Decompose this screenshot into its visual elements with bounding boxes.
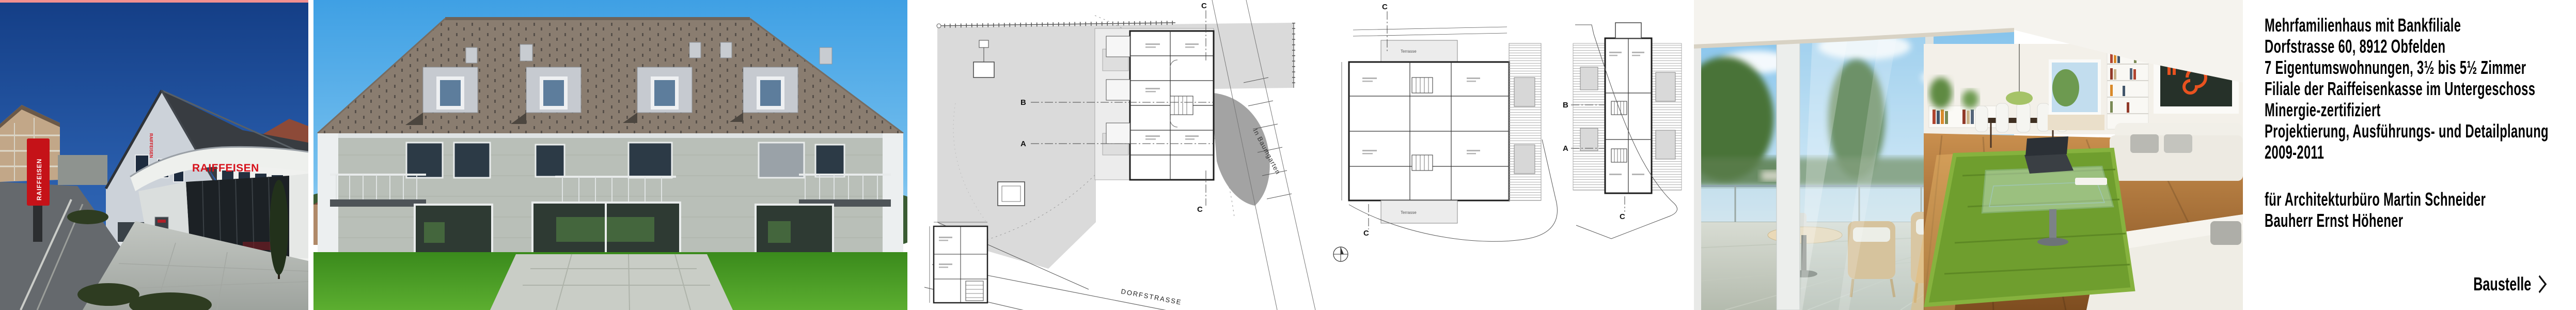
shrubs [67, 210, 212, 310]
svg-text:C: C [1363, 229, 1369, 238]
ground-floor-glazing [414, 202, 834, 255]
pendant-lamp [2006, 44, 2033, 105]
kitchen-counter [2048, 115, 2104, 130]
books [1933, 110, 1974, 124]
photo-garden-facade [313, 0, 907, 310]
svg-text:C: C [1382, 3, 1388, 11]
project-title: Mehrfamilienhaus mit Bankfiliale [2265, 14, 2461, 36]
top-border [0, 0, 308, 3]
window-frame-left [1694, 27, 1701, 310]
project-services: Projektierung, Ausführungs- und Detailpl… [2265, 120, 2549, 142]
credit-architect: für Architekturbüro Martin Schneider [2265, 189, 2486, 210]
pylon-text-vertical: RAIFFEISEN [36, 159, 43, 200]
section-markers-site: B A C C [1020, 2, 1214, 214]
project-certification: Minergie-zertifiziert [2265, 99, 2381, 120]
svg-text:C: C [1197, 205, 1203, 214]
floor-plans: DORFSTRASSE In Baumgarten B A C C [924, 0, 1684, 310]
project-address: Dorfstrasse 60, 8912 Obfelden [2265, 36, 2446, 57]
upper-windows [405, 142, 845, 179]
credit-client: Bauherr Ernst Höhener [2265, 210, 2404, 231]
hipped-roof [317, 17, 904, 134]
photo-interior-rendering [1694, 0, 2243, 310]
svg-text:C: C [1201, 2, 1207, 10]
section-markers-upper: C C [1363, 3, 1388, 238]
terrace-bottom [1380, 200, 1458, 224]
building-footprint [1106, 30, 1215, 181]
dining-set [1975, 102, 2068, 148]
photo-street-view-raiffeisen: RAIFFEISEN RAIFFEISEN [0, 0, 308, 310]
ceiling-edge [1694, 28, 2014, 49]
basement-plan-fragment [929, 222, 988, 304]
kitchen-window [2048, 59, 2104, 130]
paving-joints [523, 254, 710, 310]
wicker-chair [1848, 221, 1896, 298]
project-description: Mehrfamilienhaus mit Bankfiliale Dorfstr… [2265, 14, 2549, 231]
parcel-outline [1348, 139, 1558, 242]
coffee-table [1981, 136, 2114, 246]
plans-drawing: DORFSTRASSE In Baumgarten B A C C [924, 0, 1682, 310]
facade [318, 133, 903, 255]
plant [1929, 78, 1952, 109]
section-markers-attic: B A C [1563, 101, 1625, 221]
svg-text:B: B [1563, 101, 1568, 110]
chevron-right-icon[interactable] [2538, 274, 2547, 295]
raiffeisen-pylon: RAIFFEISEN [27, 138, 50, 242]
project-units: 7 Eigentumswohnungen, 3½ bis 5½ Zimmer [2265, 57, 2526, 78]
sofa-back [2110, 123, 2243, 181]
skylights [465, 42, 833, 65]
garden-facade-illustration [313, 0, 907, 310]
ceiling [1694, 0, 2243, 83]
svg-text:A: A [1020, 140, 1026, 148]
plan-annotations [1362, 78, 1480, 154]
driveway-area [1214, 93, 1270, 206]
book-on-table [2075, 178, 2107, 185]
terrace-label: Terrasse [1401, 49, 1417, 54]
attic-plan: B A C [1563, 22, 1682, 239]
balcony [1106, 36, 1130, 57]
street-view-illustration: RAIFFEISEN RAIFFEISEN [0, 0, 308, 310]
site-plan: DORFSTRASSE In Baumgarten B A C C [924, 0, 1348, 310]
parking-stalls [1243, 77, 1292, 199]
upper-floor-plan: Terrasse Terrasse [1341, 3, 1558, 242]
laptop [2024, 136, 2074, 174]
project-years: 2009-2011 [2265, 142, 2324, 163]
trees [1694, 57, 2014, 186]
gabion-wall [58, 155, 107, 185]
balcony [1106, 79, 1130, 101]
plan-annotations [1145, 43, 1199, 140]
svg-text:C: C [1620, 212, 1625, 221]
parcel-outline [1575, 24, 1678, 239]
baustelle-link-label[interactable]: Baustelle [2473, 273, 2532, 295]
svg-text:B: B [1020, 98, 1026, 107]
baustelle-link[interactable]: Baustelle [2473, 273, 2547, 295]
entrance-canopy [130, 147, 308, 191]
roof-strip [1509, 43, 1542, 201]
glass-panel [1800, 31, 1934, 310]
sliding-door-mullion [1776, 29, 1800, 310]
svg-text:Terrasse: Terrasse [1401, 210, 1417, 215]
north-arrow-icon [1333, 246, 1348, 262]
interior-illustration [1694, 0, 2243, 310]
project-bank-note: Filiale der Raiffeisenkasse im Untergesc… [2265, 78, 2536, 99]
dormers [405, 67, 798, 125]
wall-sign-vertical: RAIFFEISEN [149, 133, 153, 158]
living-room [1911, 40, 2243, 310]
conifer-tree [270, 180, 288, 279]
balcony [1106, 122, 1130, 144]
terrace-paving [490, 254, 733, 310]
svg-text:A: A [1563, 144, 1568, 153]
plant [1962, 90, 1978, 109]
raiffeisen-signage: RAIFFEISEN [192, 162, 259, 174]
terrace-top [1380, 40, 1458, 63]
